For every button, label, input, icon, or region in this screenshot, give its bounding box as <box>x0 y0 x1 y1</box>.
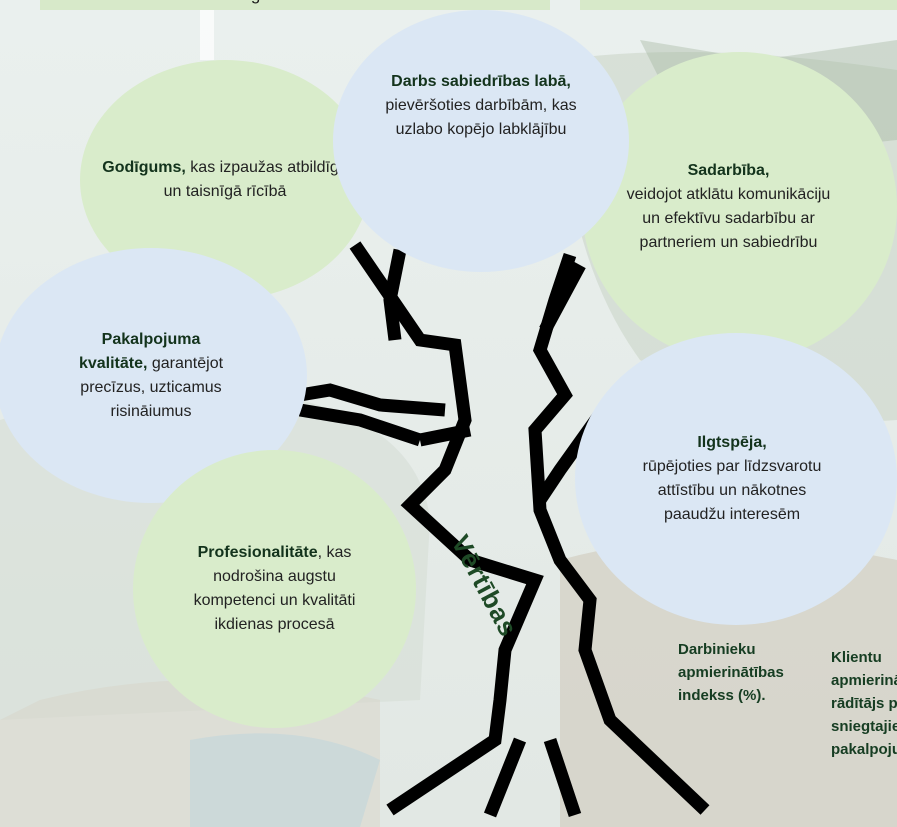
value-ilgtspeja-desc: rūpējoties par līdzsvarotu attīstību un … <box>642 458 822 523</box>
value-ilgtspeja-text: Ilgtspēja, rūpējoties par līdzsvarotu at… <box>635 431 829 527</box>
value-profesionalitate-title: Profesionalitāte <box>197 544 318 561</box>
kpi-employee-satisfaction: Darbinieku apmierinātības indekss (%). <box>678 641 784 704</box>
top-right-caption: klimatneitralitāti. <box>580 0 897 10</box>
value-sadarbiba: Sadarbība, veidojot atklātu komunikāciju… <box>582 52 897 362</box>
value-darbs-text: Darbs sabiedrības labā, pievēršoties dar… <box>383 70 579 142</box>
value-kvalitate-text: Pakalpojuma kvalitāte, garantējot precīz… <box>70 328 232 424</box>
value-darbs-title: Darbs sabiedrības labā, <box>391 73 571 90</box>
value-ilgtspeja: Ilgtspēja, rūpējoties par līdzsvarotu at… <box>575 333 897 625</box>
value-kvalitate-desc: garantējot precīzus, uzticamus risināium… <box>80 354 224 420</box>
value-darbs-desc: pievēršoties darbībām, kas uzlabo kopējo… <box>385 97 577 138</box>
value-godigums-text: Godīgums, kas izpaužas atbildīgā un tais… <box>102 156 348 204</box>
value-godigums-title: Godīgums, <box>102 159 186 176</box>
value-sadarbiba-title: Sadarbība, <box>687 162 770 179</box>
kpi-client-satisfaction: Klientu apmierinātības rādītājs par snie… <box>831 649 897 758</box>
value-darbs: Darbs sabiedrības labā, pievēršoties dar… <box>333 10 629 272</box>
value-sadarbiba-text: Sadarbība, veidojot atklātu komunikāciju… <box>622 159 835 255</box>
value-profesionalitate: Profesionalitāte, kas nodrošina augstu k… <box>133 450 416 728</box>
top-left-caption: izdzīvošanu videi draudzīgā veidā <box>40 0 550 10</box>
value-ilgtspeja-title: Ilgtspēja, <box>697 434 767 451</box>
value-profesionalitate-text: Profesionalitāte, kas nodrošina augstu k… <box>191 541 358 637</box>
value-profesionalitate-desc: , kas nodrošina augstu kompetenci un kva… <box>193 544 356 633</box>
value-sadarbiba-desc: veidojot atklātu komunikāciju un efektīv… <box>626 186 831 251</box>
value-kvalitate-title: Pakalpojuma kvalitāte, <box>78 330 201 372</box>
value-godigums-desc: kas izpaužas atbildīgā un taisnīgā rīcīb… <box>163 159 348 200</box>
